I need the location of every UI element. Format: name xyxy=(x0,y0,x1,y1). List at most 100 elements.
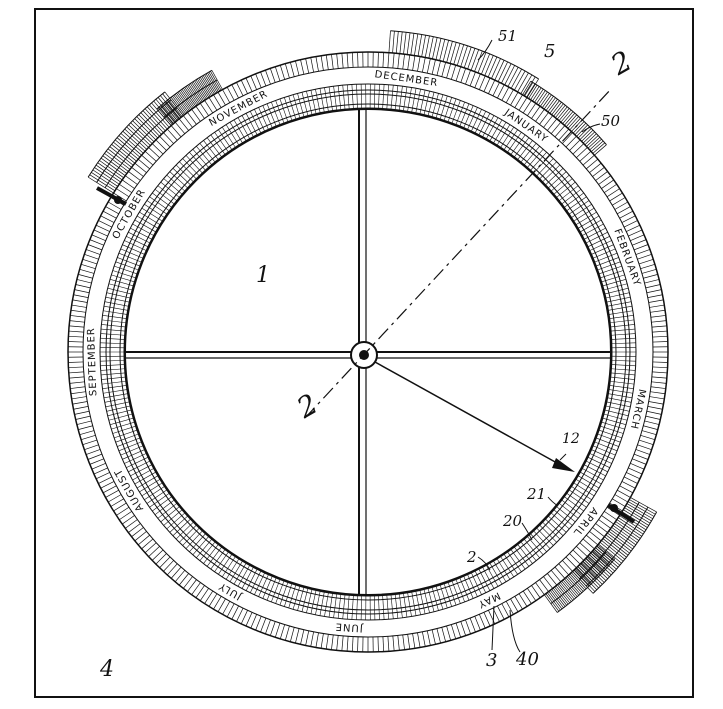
scale-tick xyxy=(646,410,662,415)
scale-tick xyxy=(310,631,314,647)
scale-tick xyxy=(131,527,144,537)
scale-tick xyxy=(240,79,248,94)
scale-tick xyxy=(226,86,235,101)
scale-tick xyxy=(626,472,641,480)
month-label: MARCH xyxy=(628,388,647,431)
scale-tick xyxy=(265,69,271,85)
scale-tick xyxy=(137,158,150,170)
scale-tick xyxy=(562,560,573,572)
scale-tick xyxy=(148,147,160,158)
scale-tick xyxy=(159,135,171,148)
scale-tick xyxy=(116,506,130,516)
scale-tick xyxy=(417,632,421,648)
scale-tick xyxy=(628,229,643,237)
scale-tick xyxy=(647,294,663,298)
scale-tick xyxy=(134,531,147,542)
scale-tick xyxy=(635,449,651,455)
scale-tick xyxy=(269,621,276,636)
scale-tick xyxy=(397,53,400,69)
scale-tick xyxy=(569,553,581,565)
scale-tick xyxy=(134,162,147,173)
scale-tick xyxy=(191,109,201,122)
scale-tick xyxy=(652,361,668,363)
scale-tick xyxy=(527,103,537,116)
scale-tick xyxy=(72,299,88,303)
scale-tick xyxy=(483,77,491,92)
scale-tick xyxy=(174,121,186,134)
scale-tick xyxy=(614,494,628,503)
clamp-right-pin xyxy=(610,504,618,512)
scale-tick xyxy=(70,386,86,389)
calendar-strips xyxy=(87,30,658,613)
month-label: DECEMBER xyxy=(374,69,439,89)
scale-tick xyxy=(637,444,652,451)
outer-rim xyxy=(67,51,669,653)
scale-tick xyxy=(638,258,654,265)
scale-tick xyxy=(70,315,86,318)
scale-tick xyxy=(178,573,189,586)
scale-tick xyxy=(640,263,655,270)
scale-tick xyxy=(601,515,614,525)
scale-tick xyxy=(204,100,214,114)
scale-tick xyxy=(630,234,645,241)
scale-tick xyxy=(81,434,96,441)
scale-tick xyxy=(572,143,585,155)
scale-tick xyxy=(75,284,91,289)
scale-tick xyxy=(645,415,661,420)
scale-tick xyxy=(579,542,592,553)
scale-tick xyxy=(73,406,89,410)
scale-tick xyxy=(315,632,319,648)
outer-scale-ticks xyxy=(68,52,668,652)
scale-tick xyxy=(95,224,110,232)
scale-tick xyxy=(78,274,93,279)
scale-tick xyxy=(426,630,431,646)
scale-tick xyxy=(474,616,481,631)
scale-tick xyxy=(586,158,599,170)
scale-tick xyxy=(68,371,84,374)
scale-tick xyxy=(357,52,359,68)
scale-tick xyxy=(630,463,645,470)
scale-tick xyxy=(213,596,222,610)
scale-tick xyxy=(187,579,197,592)
scale-tick xyxy=(641,268,657,274)
scale-tick xyxy=(128,523,141,533)
scale-tick xyxy=(231,605,239,620)
scale-tick xyxy=(527,588,537,601)
scale-tick xyxy=(488,79,496,94)
scale-tick xyxy=(455,622,462,638)
calendar-strip xyxy=(156,69,223,126)
scale-tick xyxy=(68,366,84,369)
scale-tick xyxy=(505,601,514,615)
scale-tick xyxy=(250,75,257,90)
scale-tick xyxy=(483,612,491,627)
scale-tick xyxy=(479,614,486,629)
scale-tick xyxy=(501,603,510,618)
ref-numeral-4: 4 xyxy=(99,657,114,682)
scale-tick xyxy=(644,420,660,425)
scale-tick xyxy=(531,106,541,119)
scale-tick xyxy=(412,633,416,649)
scale-tick xyxy=(170,125,182,138)
scale-tick xyxy=(231,84,239,99)
scale-tick xyxy=(479,75,486,90)
scale-tick xyxy=(81,263,96,270)
scale-tick xyxy=(518,593,528,607)
scale-tick xyxy=(465,619,471,635)
scale-tick xyxy=(382,52,385,68)
scale-tick xyxy=(595,523,608,533)
scale-tick xyxy=(648,299,664,303)
scale-tick xyxy=(609,192,623,202)
scale-tick xyxy=(436,60,441,76)
scale-tick xyxy=(649,396,665,400)
pointer-hand xyxy=(374,361,567,469)
scale-tick xyxy=(638,439,654,446)
scale-tick xyxy=(93,229,108,237)
scale-tick xyxy=(469,71,476,87)
scale-tick xyxy=(105,206,119,215)
scale-tick xyxy=(336,53,339,69)
scale-tick xyxy=(74,289,90,294)
scale-tick xyxy=(284,63,290,79)
scale-tick xyxy=(183,576,193,589)
scale-tick xyxy=(474,73,481,88)
scale-tick xyxy=(436,628,441,644)
